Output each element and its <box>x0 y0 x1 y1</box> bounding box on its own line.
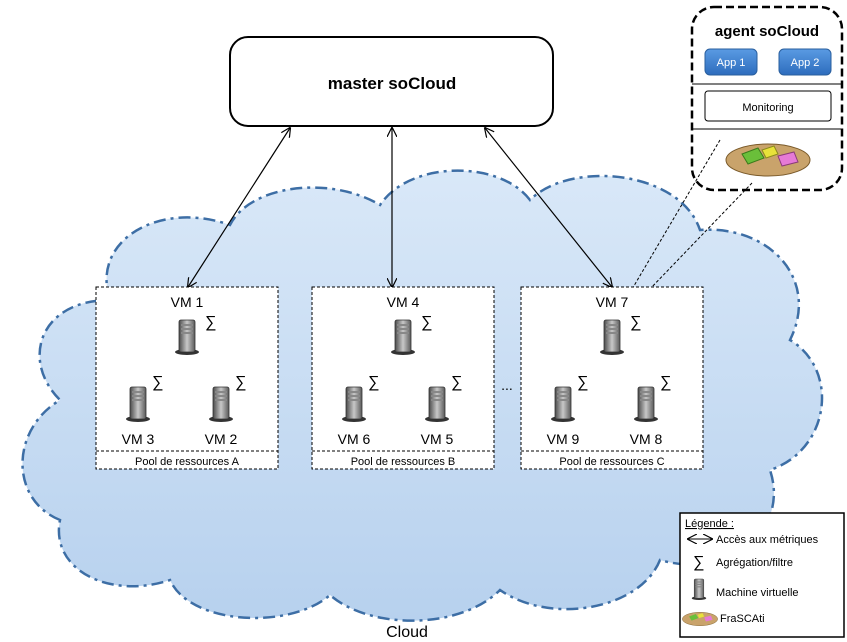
app2-label: App 2 <box>791 57 820 69</box>
sigma-icon: ∑ <box>421 314 432 331</box>
pool-name: Pool de ressources B <box>351 456 456 468</box>
vm-server-icon <box>341 386 367 423</box>
sigma-icon: ∑ <box>630 314 641 331</box>
legend-frascati: FraSCAti <box>720 613 765 625</box>
vm-label: VM 5 <box>421 431 454 447</box>
master-title: master soCloud <box>328 74 456 93</box>
sigma-icon: ∑ <box>205 314 216 331</box>
pool-name: Pool de ressources A <box>135 456 240 468</box>
sigma-icon: ∑ <box>451 374 462 391</box>
legend-frascati-icon <box>682 612 718 626</box>
vm-server-icon <box>174 319 200 356</box>
monitoring-label: Monitoring <box>742 102 793 114</box>
sigma-icon: ∑ <box>368 374 379 391</box>
vm-server-icon <box>125 386 151 423</box>
vm-label: VM 8 <box>630 431 663 447</box>
frascati-icon <box>725 143 811 177</box>
app1-button[interactable] <box>704 48 758 76</box>
cloud-label: Cloud <box>386 624 428 641</box>
sigma-icon: ∑ <box>235 374 246 391</box>
sigma-icon: ∑ <box>660 374 671 391</box>
vm-label: VM 6 <box>338 431 371 447</box>
pool-ellipsis: ... <box>501 377 513 393</box>
app1-label: App 1 <box>717 57 746 69</box>
sigma-icon: ∑ <box>577 374 588 391</box>
legend-aggregation: Agrégation/filtre <box>716 557 793 569</box>
vm-label: VM 7 <box>596 294 629 310</box>
sigma-icon: ∑ <box>152 374 163 391</box>
legend-title: Légende : <box>685 518 734 530</box>
vm-server-icon <box>390 319 416 356</box>
app2-button[interactable] <box>778 48 832 76</box>
vm-label: VM 9 <box>547 431 580 447</box>
metrics-arrows <box>188 128 612 287</box>
agent-title: agent soCloud <box>715 23 819 40</box>
pool-name: Pool de ressources C <box>559 456 664 468</box>
legend-vm: Machine virtuelle <box>716 587 799 599</box>
vm-label: VM 4 <box>387 294 420 310</box>
legend-metrics: Accès aux métriques <box>716 534 819 546</box>
legend-sigma-icon: ∑ <box>693 554 704 571</box>
legend: Légende : Accès aux métriques ∑ Agrégati… <box>679 512 845 638</box>
vm-label: VM 1 <box>171 294 204 310</box>
vm-label: VM 3 <box>122 431 155 447</box>
master-box <box>229 36 554 127</box>
monitoring-box <box>704 90 832 122</box>
vm-server-icon <box>208 386 234 423</box>
vm-label: VM 2 <box>205 431 238 447</box>
vm-server-icon <box>424 386 450 423</box>
